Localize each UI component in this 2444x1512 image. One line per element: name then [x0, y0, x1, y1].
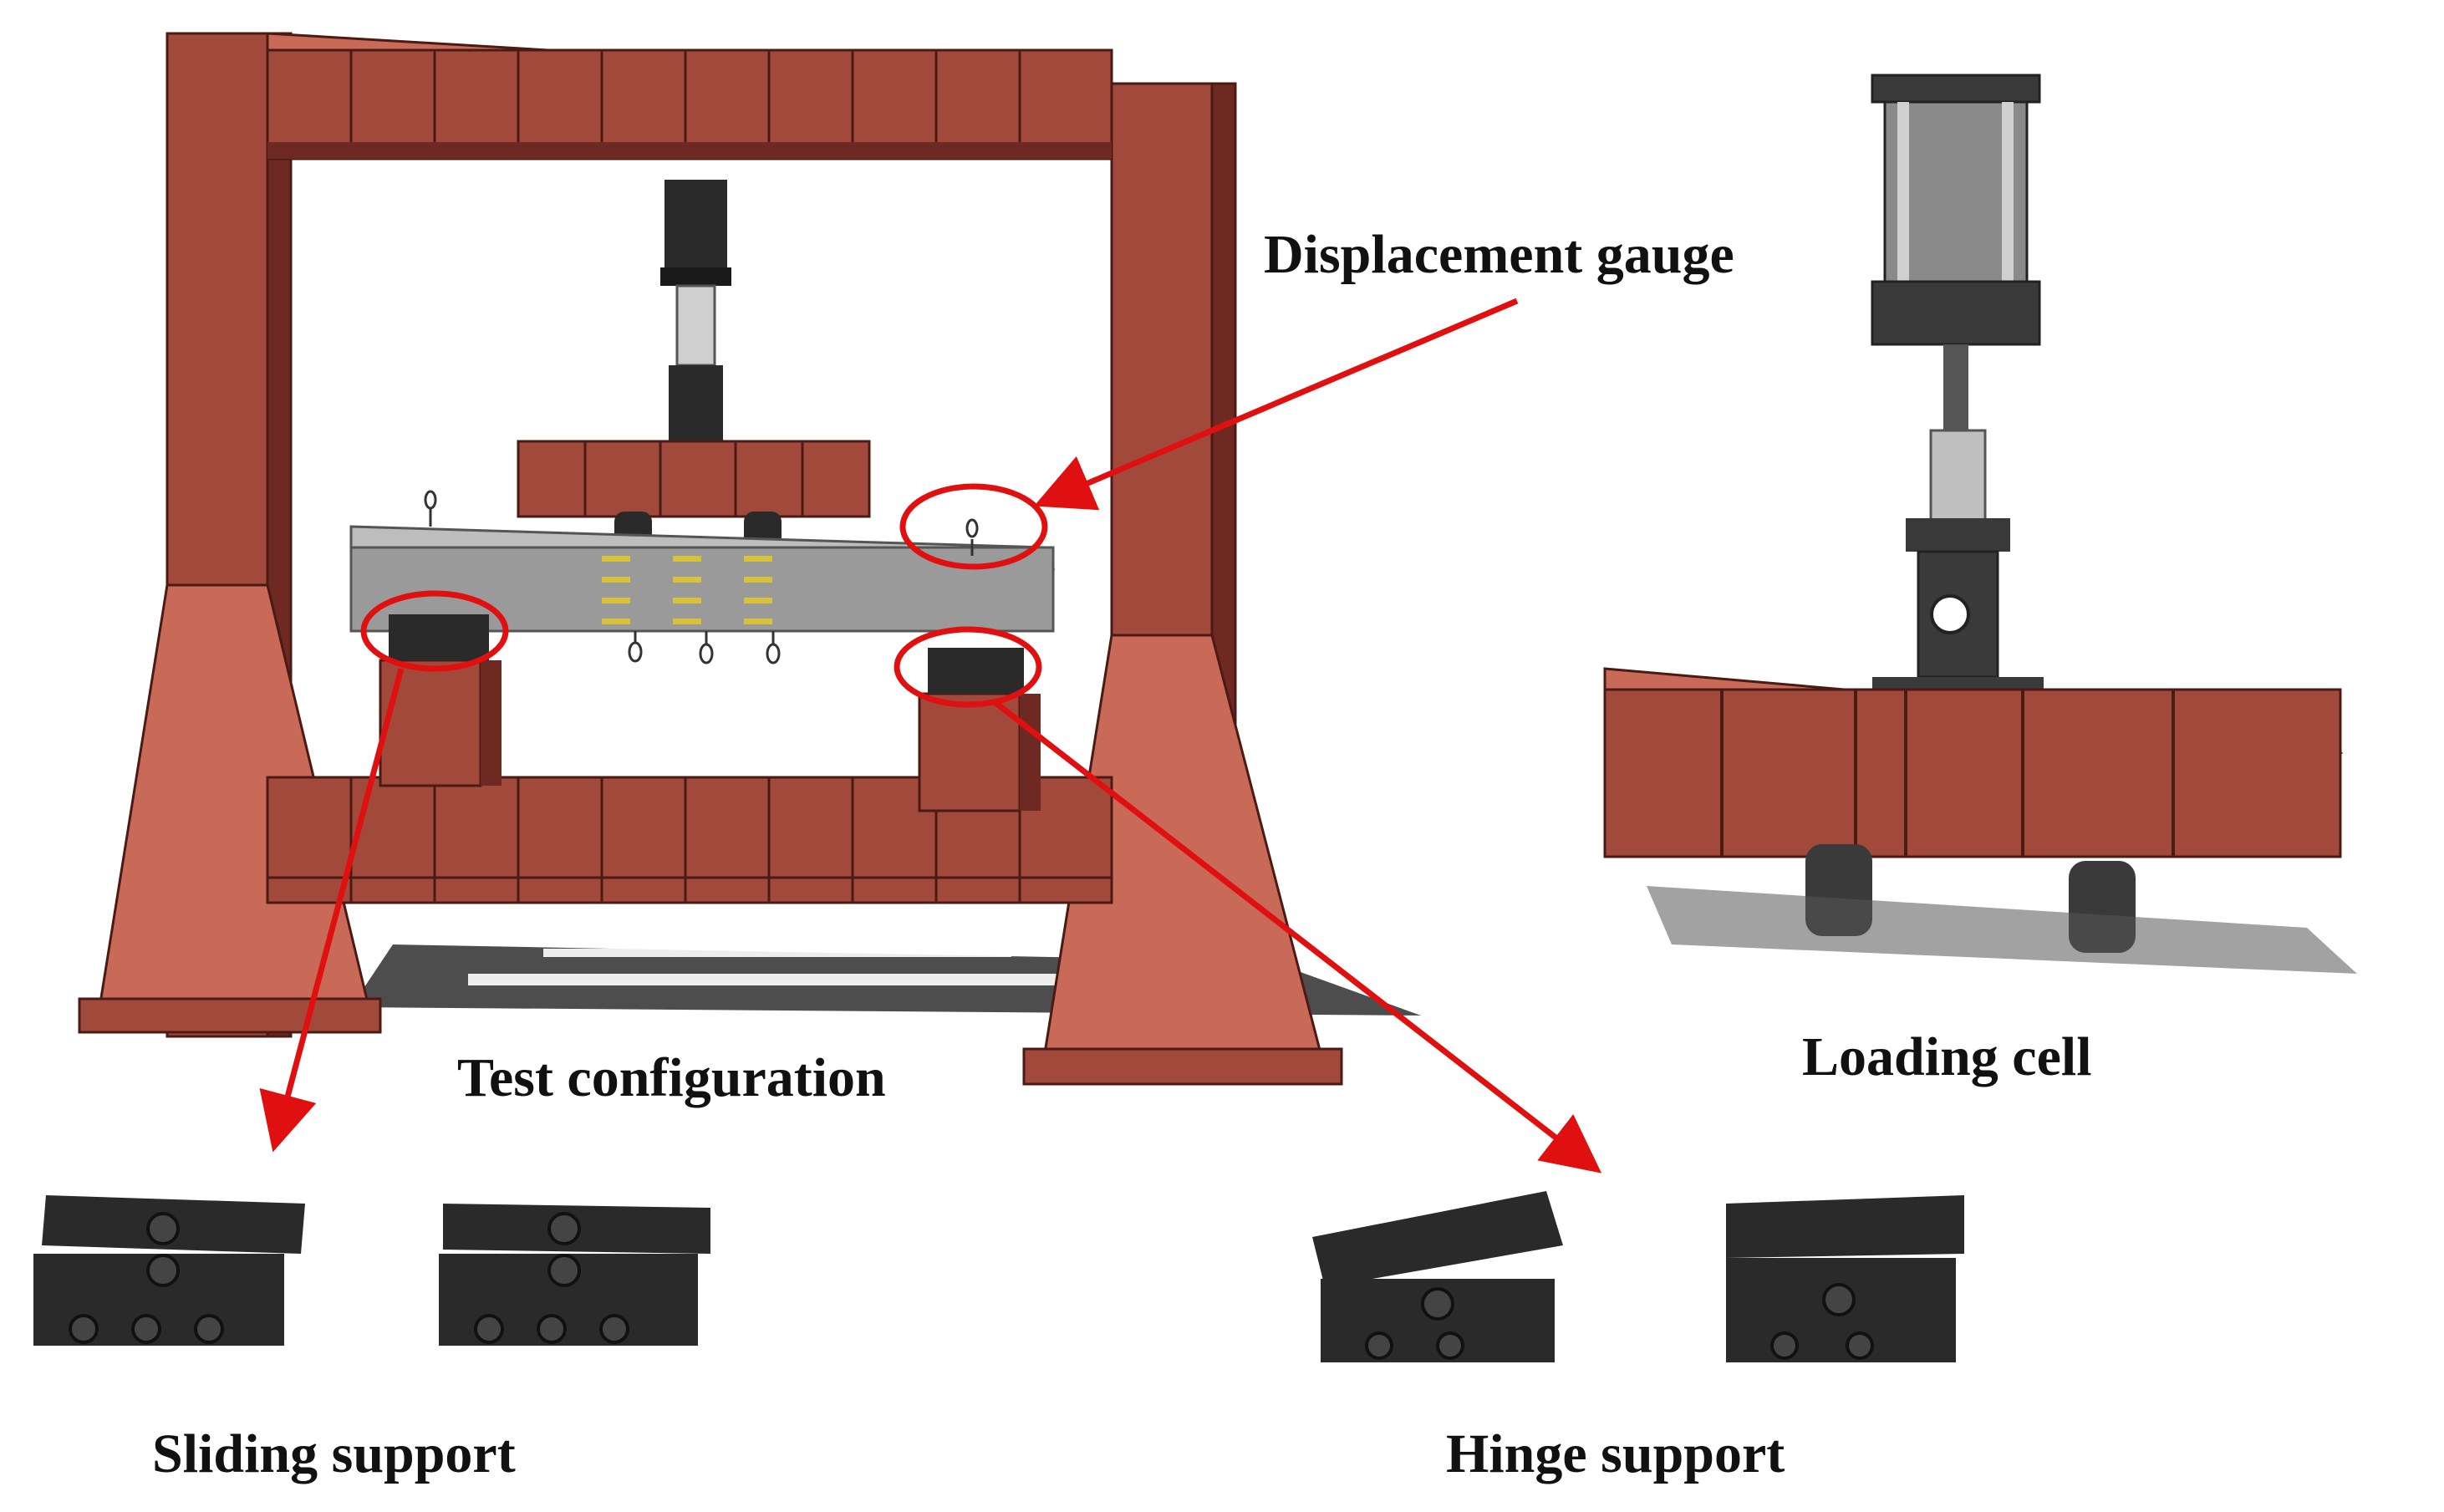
label-hinge-support: Hinge support [1446, 1423, 1785, 1484]
reaction-frame [78, 32, 1421, 1086]
top-beam [266, 48, 1113, 160]
label-sliding-support: Sliding support [152, 1423, 516, 1484]
concrete-beam [349, 525, 1056, 633]
left-pedestal [379, 659, 482, 787]
arrow-hinge-support [992, 700, 1602, 1173]
loading-cell-spreader-beam [1603, 688, 2342, 858]
sliding-support-in-frame [389, 614, 489, 660]
label-test-configuration: Test configuration [457, 1047, 886, 1108]
hinge-support-detail-1 [1312, 1191, 1563, 1362]
right-pedestal [918, 692, 1021, 812]
label-loading-cell: Loading cell [1802, 1026, 2092, 1087]
loading-cell-assembly [1603, 74, 2357, 974]
highlight-hinge-support [894, 626, 1042, 708]
displacement-gauges [424, 490, 979, 664]
annotations [259, 298, 1602, 1173]
arrow-sliding-support [259, 668, 405, 1153]
strain-gauges [602, 556, 772, 624]
sliding-support-detail-1 [33, 1195, 305, 1346]
label-displacement-gauge: Displacement gauge [1264, 224, 1734, 285]
hinge-support-in-frame [928, 648, 1024, 694]
highlight-sliding-support [360, 590, 509, 672]
actuator [660, 180, 731, 440]
arrow-displacement-gauge [1034, 298, 1519, 511]
hinge-support-detail-2 [1726, 1195, 1964, 1362]
right-base-plate [1022, 1047, 1343, 1086]
left-base-plate [78, 997, 382, 1034]
spreader-beam [517, 440, 871, 518]
sliding-support-detail-2 [439, 1204, 710, 1346]
highlight-displacement-gauge [899, 483, 1048, 570]
